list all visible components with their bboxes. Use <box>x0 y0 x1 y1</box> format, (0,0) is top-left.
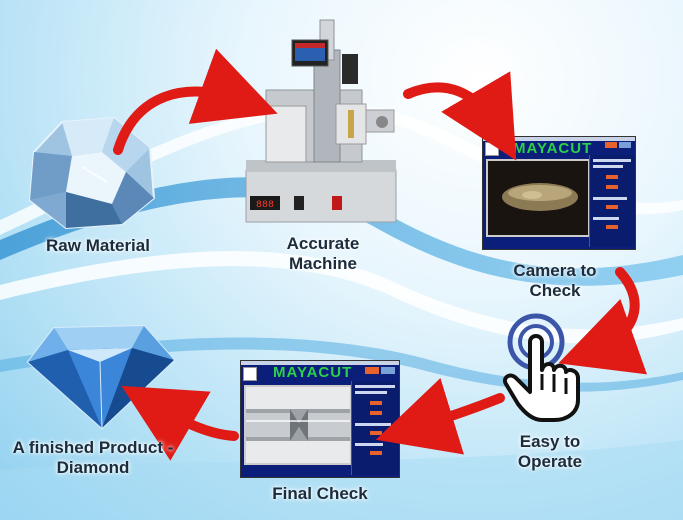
arrow-machine-to-camera <box>403 71 517 161</box>
arrow-final-to-diamond <box>121 385 239 461</box>
screen-brand: MAYACUT <box>513 140 593 157</box>
screen-brand: MAYACUT <box>273 364 353 381</box>
raw-diamond-icon <box>28 116 156 230</box>
cutting-machine-icon: 888 <box>245 19 397 223</box>
svg-text:888: 888 <box>256 200 274 211</box>
label-raw-material: Raw Material <box>46 236 150 255</box>
camera-check-screen: MAYACUT <box>482 136 636 250</box>
camera-video <box>486 159 590 237</box>
label-accurate-machine: Accurate Machine <box>286 234 360 273</box>
label-finished-diamond: A finished Product - Diamond <box>12 438 174 477</box>
label-camera-check: Camera to Check <box>513 261 597 300</box>
logo-icon <box>243 367 257 381</box>
arrow-raw-to-machine <box>113 48 278 155</box>
arrow-operate-to-final <box>375 378 505 455</box>
arrow-camera-to-operate <box>558 267 648 375</box>
final-check-screen: MAYACUT <box>240 360 400 478</box>
label-final-check: Final Check <box>272 484 368 503</box>
label-easy-operate: Easy to Operate <box>517 432 583 471</box>
final-check-video <box>244 385 352 465</box>
